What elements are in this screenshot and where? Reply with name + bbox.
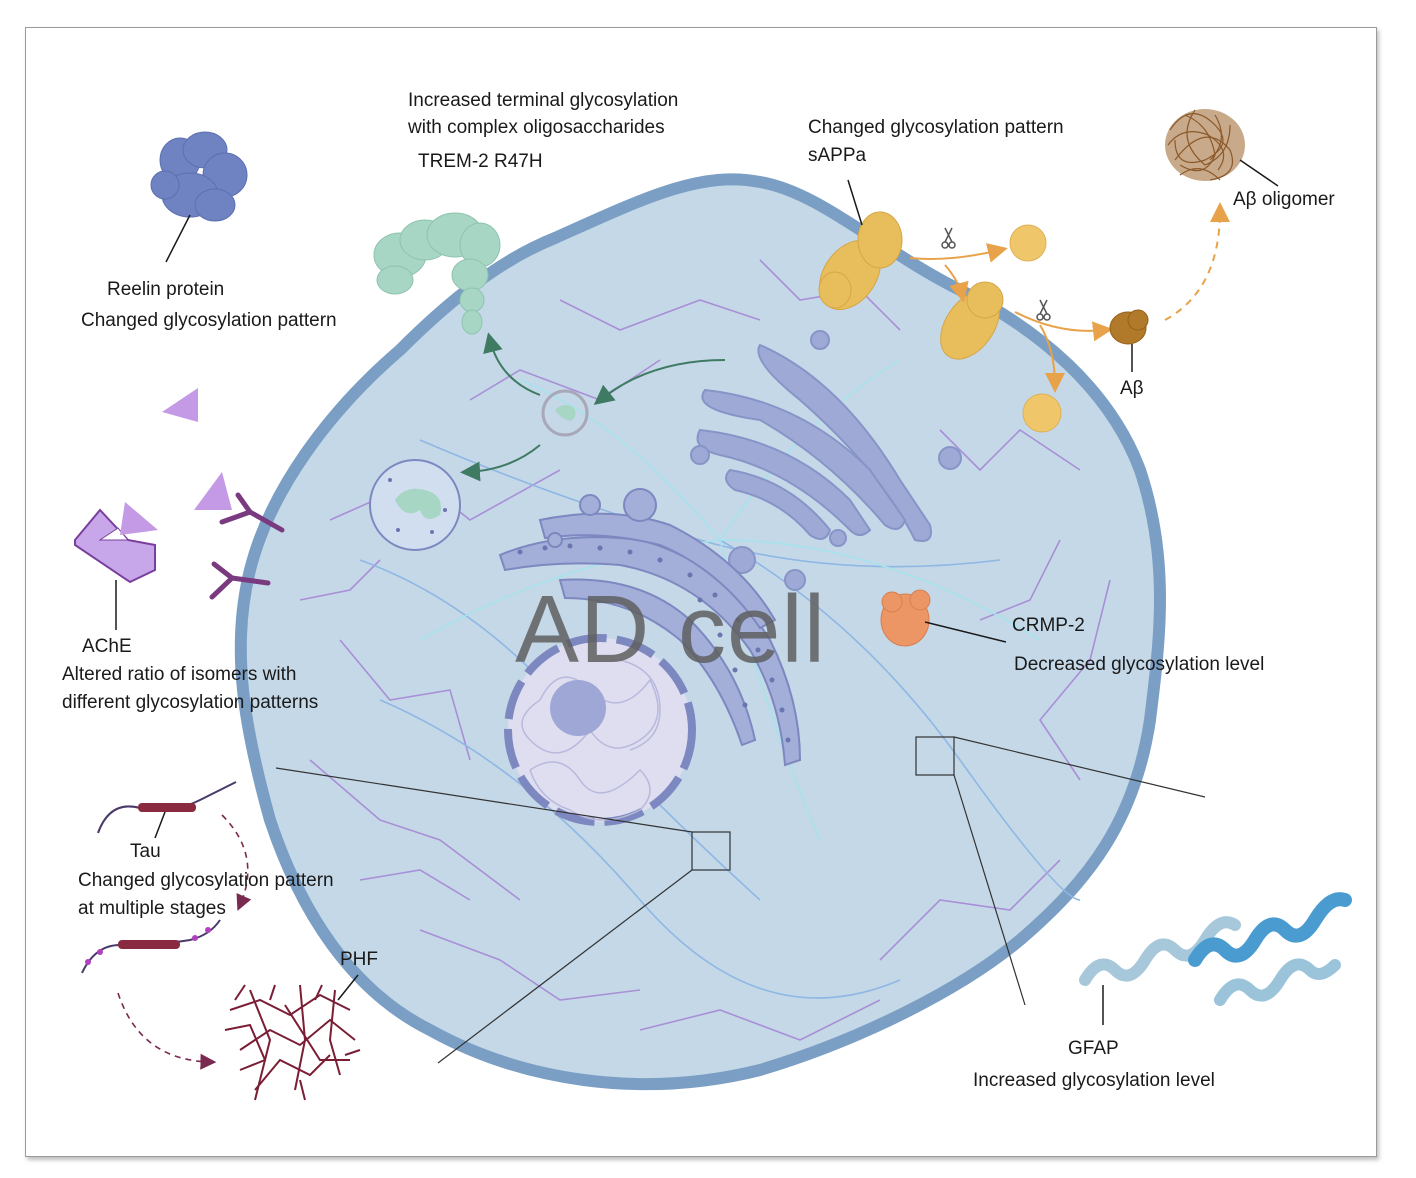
- gfap-label: GFAP: [1068, 1038, 1119, 1059]
- reelin-leader: [165, 214, 191, 263]
- ache-label: AChE: [82, 636, 132, 657]
- abeta-label: Aβ: [1120, 378, 1144, 399]
- receptors: [209, 492, 285, 600]
- phf-leader: [337, 974, 359, 1001]
- golgi-apparatus: [690, 330, 962, 591]
- crmp2-label: CRMP-2: [1012, 615, 1085, 636]
- aggregation-arrow: [1164, 202, 1230, 321]
- tau-label: Tau: [130, 841, 161, 862]
- trafficking-arrows: [460, 332, 726, 482]
- crmp2-description: Decreased glycosylation level: [1014, 654, 1265, 675]
- er-ribosomes: [517, 543, 791, 743]
- ache-description-line2: different glycosylation patterns: [62, 692, 319, 713]
- sappa-protein: [818, 211, 1004, 360]
- tau-protein: [81, 781, 252, 1070]
- phf-tangles: [224, 984, 361, 1101]
- reelin-description: Changed glycosylation pattern: [81, 310, 337, 331]
- abeta-oligomer: [1165, 109, 1245, 181]
- tau-description-line1: Changed glycosylation pattern: [78, 870, 334, 891]
- oligomer-leader: [1239, 159, 1279, 187]
- cell-title: AD cell: [515, 576, 827, 683]
- gfap-helices: [1079, 892, 1352, 1006]
- trem2-label: TREM-2 R47H: [418, 151, 543, 172]
- transport-vesicle: [541, 389, 589, 437]
- trem2-protein: [373, 212, 501, 335]
- abeta-monomer: [1109, 309, 1149, 345]
- cleavage-arrows: [909, 243, 1113, 393]
- endosome-vesicle: [369, 459, 461, 551]
- cleaved-fragments: [1009, 224, 1062, 433]
- trem2-description-line1: Increased terminal glycosylation: [408, 90, 679, 111]
- ache-description-line1: Altered ratio of isomers with: [62, 664, 297, 685]
- gfap-description: Increased glycosylation level: [973, 1070, 1215, 1091]
- sappa-description: Changed glycosylation pattern: [808, 117, 1064, 138]
- crmp2-protein: [880, 589, 931, 647]
- crmp2-leader: [924, 621, 1007, 643]
- phf-label: PHF: [340, 949, 378, 970]
- tau-description-line2: at multiple stages: [78, 898, 226, 919]
- reelin-protein: [150, 131, 248, 222]
- sappa-leader: [847, 179, 863, 226]
- scissors-icon: [941, 227, 1051, 321]
- reelin-label: Reelin protein: [107, 279, 225, 300]
- endoplasmic-reticulum: [498, 488, 802, 767]
- zoom-indicators: [275, 736, 1206, 1064]
- nucleus: [504, 634, 696, 826]
- sappa-label: sAPPa: [808, 145, 867, 166]
- trem2-description-line2: with complex oligosaccharides: [408, 117, 665, 138]
- ligand-triangles: [120, 388, 232, 535]
- abeta-oligomer-label: Aβ oligomer: [1233, 189, 1335, 210]
